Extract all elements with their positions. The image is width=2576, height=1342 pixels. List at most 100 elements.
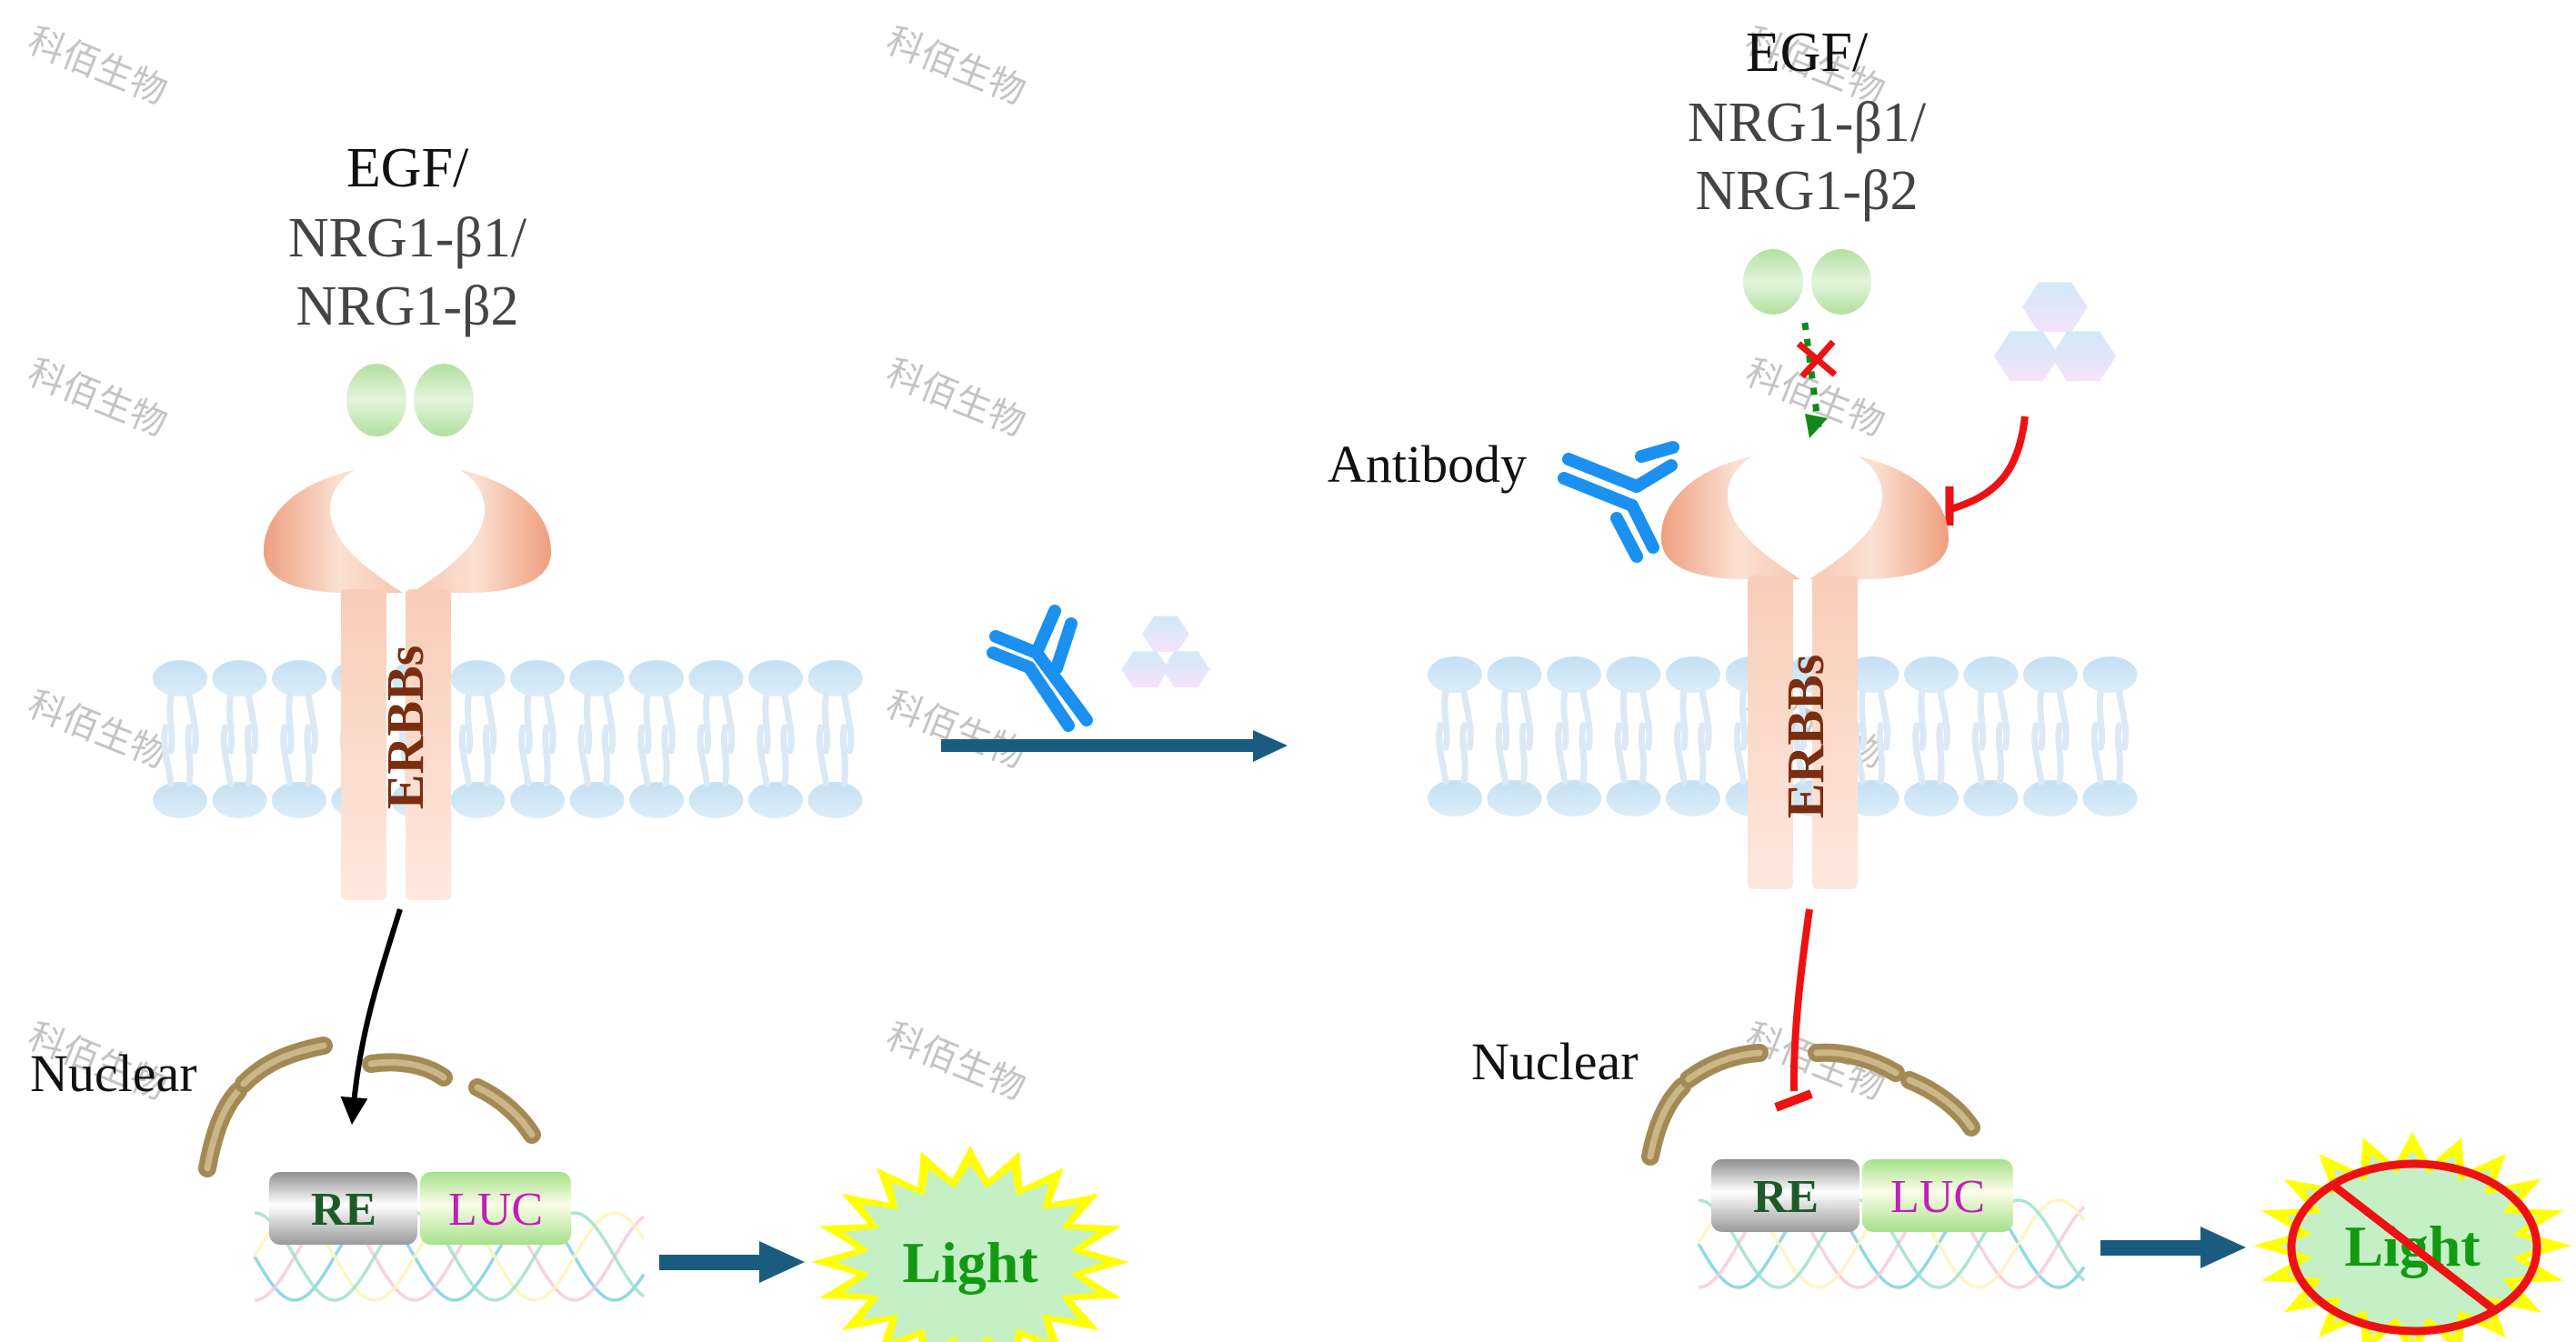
lipid-tail [2056,687,2070,751]
watermark: 科佰生物 [880,352,1031,446]
receptor-stalk-left [341,589,386,900]
receptor-stalk-right [1812,576,1858,889]
hexagon [1142,616,1189,653]
lipid-tail [280,724,294,787]
lipid-tail [816,724,829,787]
lipid-head [1904,780,1959,816]
lipid [629,660,684,818]
antibody-icon [987,605,1093,732]
light-label: Light [902,1230,1038,1295]
nucleus-label: Nuclear [1471,1032,1639,1091]
envelope-segment-highlight [474,1084,536,1138]
activation-arrow [340,908,403,1125]
dna-wave [1697,1198,2086,1289]
output-arrow [659,1241,805,1283]
lipid [153,660,207,818]
lipid-head [450,782,506,818]
lipid-tail [1579,687,1593,751]
lipid-head [1666,780,1720,816]
lipid-tail [2096,687,2106,751]
lipid-tail [1878,687,1891,751]
ligand-dimer [346,364,474,436]
lipid-tail [841,691,855,755]
lipid-head [807,660,863,696]
erbb-receptor: ERBBs [1660,456,1950,889]
lipid-head [1487,780,1542,816]
lipid-tail [304,724,313,787]
lipid-head [1844,656,1899,693]
lipid-tail [2031,722,2045,786]
lipid [1606,656,1661,816]
lipid-tail [1614,722,1628,786]
cell-membrane [153,660,863,818]
lipid-head [1428,656,1482,693]
erbb-receptor: ERBBs [263,470,552,900]
lipid-tail [1995,722,2005,786]
lipid-head [2023,656,2078,693]
lipid-tail [762,691,771,755]
lipid-tail [1936,722,1945,786]
lipid-tail [543,691,556,755]
lipid [450,660,506,818]
dna-wave [253,1211,646,1302]
receptor-stalk-left [1748,576,1793,889]
lipid-tail [1918,687,1927,751]
lipid-tail [781,691,795,755]
lipid-tail [161,724,175,787]
inhibition-bar [1774,1089,1813,1112]
lipid-head [1606,780,1661,816]
lipid-tail [484,691,497,755]
lipid-head [1963,780,2019,816]
lipid-tail [1495,722,1509,786]
lipid-head [1666,656,1720,693]
lipid-head [450,660,506,696]
lipid [748,660,803,818]
lipid-tail [1912,722,1926,786]
envelope-segment-highlight [1906,1077,1975,1131]
envelope-segment-highlight [1813,1049,1899,1077]
watermark: 科佰生物 [880,20,1031,114]
left-panel: EGF/ NRG1-β1/ NRG1-β2 ERBBs Nuclear RE [30,137,1129,1342]
lipid [272,660,326,818]
lipid-head [629,782,684,818]
receptor-head-right [412,470,552,593]
lipid-tail [1436,722,1449,786]
lipid-tail [246,691,259,755]
lipid [2082,656,2138,816]
lipid-tail [1971,722,1985,786]
luc-label: LUC [448,1184,543,1236]
lipid [688,660,744,818]
lipid-tail [1876,722,1886,786]
lipid-tail [1699,687,1712,751]
lipid [1963,656,2019,816]
antibody-label: Antibody [1328,435,1527,494]
lipid-tail [524,691,533,755]
lipid-tail [464,691,474,755]
receptor-head-left [1660,456,1800,579]
lipid-head [1428,780,1482,816]
lipid-head [1904,656,1959,693]
nuclear-envelope [198,1037,541,1177]
lipid-tail [662,691,676,755]
treatment [941,605,1288,762]
output-arrow [2100,1227,2246,1268]
lipid-head [2023,780,2078,816]
lipid-tail [2114,722,2124,786]
watermark: 科佰生物 [880,684,1031,777]
lipid-tail [1619,687,1629,751]
re-label: RE [1753,1171,1819,1223]
ligand-label-line-3: NRG1-β2 [296,275,518,337]
reporter-construct: RE LUC [1697,1159,2086,1289]
dna-wave [254,1211,646,1302]
reporter-construct: RE LUC [253,1172,646,1302]
nuclear-envelope [1641,1043,1980,1166]
lipid-tail [577,724,591,787]
hexagon [1162,651,1210,688]
envelope-segment-highlight [204,1087,242,1172]
lipid-tail [1519,722,1529,786]
lipid-tail [185,724,194,787]
lipid [569,660,625,818]
receptor-label: ERBBs [376,646,435,810]
lipid-tail [637,724,651,787]
